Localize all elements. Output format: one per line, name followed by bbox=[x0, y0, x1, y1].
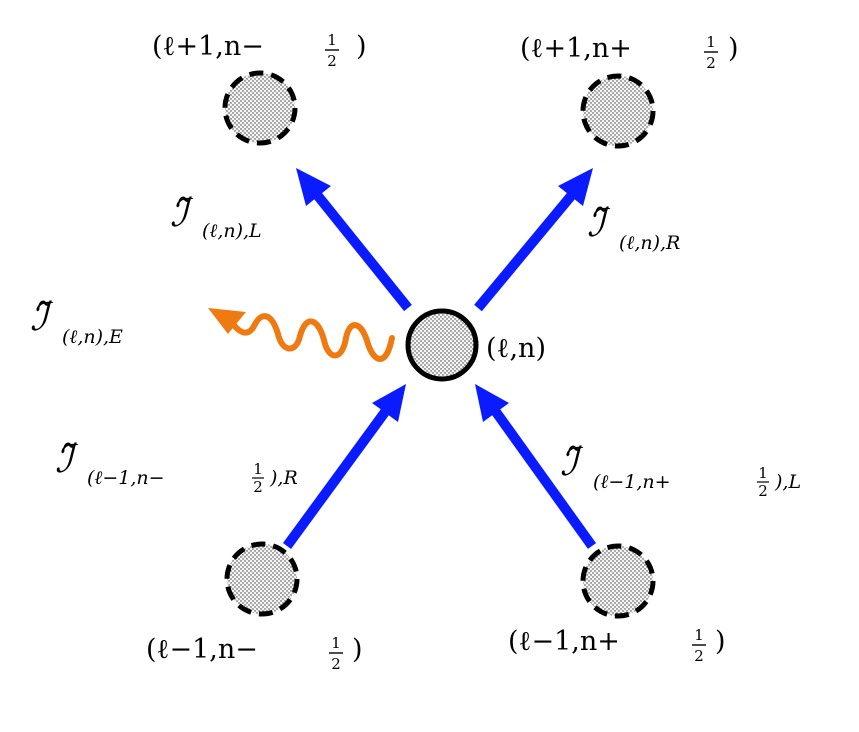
emission-arrow bbox=[208, 308, 395, 362]
label-top-left: (ℓ+1,n− 1 2 ) bbox=[152, 31, 367, 70]
flow-in-from-left-denominator: 2 bbox=[253, 478, 263, 496]
label-top-left-numerator: 1 bbox=[327, 31, 337, 49]
flow-symbol-in-from-left: ℐ̃ bbox=[55, 437, 79, 481]
label-bottom-left-numerator: 1 bbox=[331, 634, 341, 652]
label-bottom-right: (ℓ−1,n+ 1 2 ) bbox=[508, 626, 726, 665]
flow-label-emission: ℐ̃ (ℓ,n),E bbox=[30, 295, 123, 348]
label-top-left-denominator: 2 bbox=[327, 52, 337, 70]
label-bottom-left: (ℓ−1,n− 1 2 ) bbox=[146, 634, 363, 673]
label-top-left-prefix: (ℓ+1,n− bbox=[152, 31, 264, 62]
arrow-out-left bbox=[296, 168, 412, 312]
flow-label-out-left: ℐ̃ (ℓ,n),L bbox=[170, 191, 262, 242]
arrow-in-from-right bbox=[475, 384, 597, 549]
flow-symbol-in-from-right: ℐ̃ bbox=[560, 440, 584, 484]
label-bottom-left-prefix: (ℓ−1,n− bbox=[146, 634, 258, 665]
center-node bbox=[405, 308, 479, 382]
label-bottom-right-suffix: ) bbox=[715, 626, 726, 657]
flow-in-from-right-numerator: 1 bbox=[758, 464, 768, 482]
center-node-label: (ℓ,n) bbox=[486, 333, 546, 364]
flow-subscript-emission: (ℓ,n),E bbox=[62, 326, 123, 348]
label-bottom-left-suffix: ) bbox=[352, 634, 363, 665]
flow-label-in-from-left: ℐ̃ (ℓ−1,n− 1 2 ),R bbox=[55, 437, 298, 496]
neighbor-node-top-right bbox=[580, 73, 656, 149]
label-bottom-right-denominator: 2 bbox=[694, 647, 704, 665]
arrow-out-right bbox=[474, 168, 593, 312]
label-bottom-right-numerator: 1 bbox=[694, 626, 704, 644]
flow-subscript-in-from-right-suffix: ),L bbox=[774, 471, 801, 493]
label-top-right-denominator: 2 bbox=[706, 54, 716, 72]
flow-symbol-out-left: ℐ̃ bbox=[170, 191, 194, 235]
flow-subscript-out-right: (ℓ,n),R bbox=[619, 232, 680, 254]
label-top-right-suffix: ) bbox=[728, 33, 739, 64]
label-top-right-numerator: 1 bbox=[706, 33, 716, 51]
label-bottom-left-denominator: 2 bbox=[331, 655, 341, 673]
flow-symbol-out-right: ℐ̃ bbox=[587, 201, 611, 245]
flow-label-in-from-right: ℐ̃ (ℓ−1,n+ 1 2 ),L bbox=[560, 440, 801, 500]
flow-in-from-left-numerator: 1 bbox=[253, 460, 263, 478]
flow-in-from-right-denominator: 2 bbox=[758, 482, 768, 500]
neighbor-node-bottom-right bbox=[580, 543, 656, 619]
flow-subscript-in-from-left-prefix: (ℓ−1,n− bbox=[87, 467, 165, 489]
label-top-right-prefix: (ℓ+1,n+ bbox=[520, 33, 632, 64]
label-top-right: (ℓ+1,n+ 1 2 ) bbox=[520, 33, 739, 72]
label-bottom-right-prefix: (ℓ−1,n+ bbox=[508, 626, 620, 657]
arrow-in-from-left bbox=[282, 384, 406, 549]
neighbor-node-top-left bbox=[222, 70, 298, 146]
flow-subscript-out-left: (ℓ,n),L bbox=[202, 220, 262, 242]
neighbor-node-bottom-left bbox=[224, 541, 300, 617]
flow-subscript-in-from-left-suffix: ),R bbox=[269, 467, 298, 489]
label-top-left-suffix: ) bbox=[356, 31, 367, 62]
flow-label-out-right: ℐ̃ (ℓ,n),R bbox=[587, 201, 680, 254]
flow-subscript-in-from-right-prefix: (ℓ−1,n+ bbox=[593, 471, 671, 493]
flow-symbol-emission: ℐ̃ bbox=[30, 295, 54, 339]
